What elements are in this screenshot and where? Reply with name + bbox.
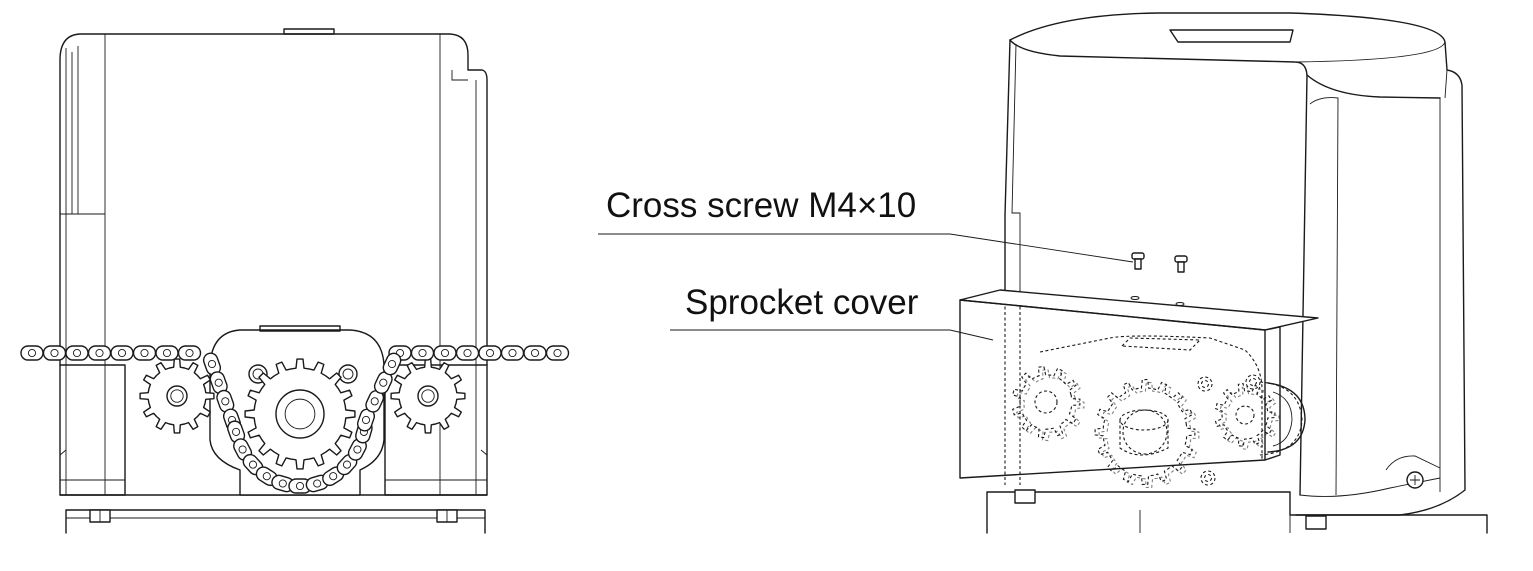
left-lower-panel-left — [59, 364, 126, 496]
right-housing — [1009, 12, 1466, 516]
left-housing — [59, 33, 488, 496]
sprocket-cover-top — [959, 289, 1319, 331]
right-top-slot — [1169, 29, 1294, 43]
cross-screw-1 — [1131, 252, 1145, 270]
right-motor-perspective-view — [598, 12, 1488, 534]
left-base-plate — [65, 509, 486, 534]
sprocket-cover-label: Sprocket cover — [685, 283, 919, 322]
right-foot-bolt-right — [1305, 515, 1327, 530]
left-lower-panel-right — [384, 364, 488, 496]
right-drive-shaft — [1119, 409, 1169, 456]
right-idler-sprocket-left — [1012, 365, 1085, 442]
right-idler-sprocket-right — [1214, 382, 1280, 451]
left-top-slot — [283, 28, 335, 35]
cross-screw-leader — [598, 233, 1134, 263]
cross-screw-label: Cross screw M4×10 — [606, 186, 917, 225]
left-drive-sprocket — [244, 358, 356, 470]
left-idler-sprocket-left — [139, 358, 215, 434]
sprocket-cover-front — [959, 299, 1266, 479]
cross-screw-2 — [1174, 255, 1188, 273]
right-foot-bolt-left — [1014, 489, 1036, 504]
right-base — [986, 491, 1488, 534]
left-idler-sprocket-right — [390, 358, 466, 434]
left-motor-front-view — [20, 28, 570, 534]
left-drive-chain — [20, 345, 570, 494]
left-foot-bolt-right — [436, 509, 458, 523]
left-foot-bolt-left — [89, 509, 111, 523]
right-drive-sprocket — [1094, 379, 1200, 488]
sprocket-cover-leader — [670, 329, 994, 341]
